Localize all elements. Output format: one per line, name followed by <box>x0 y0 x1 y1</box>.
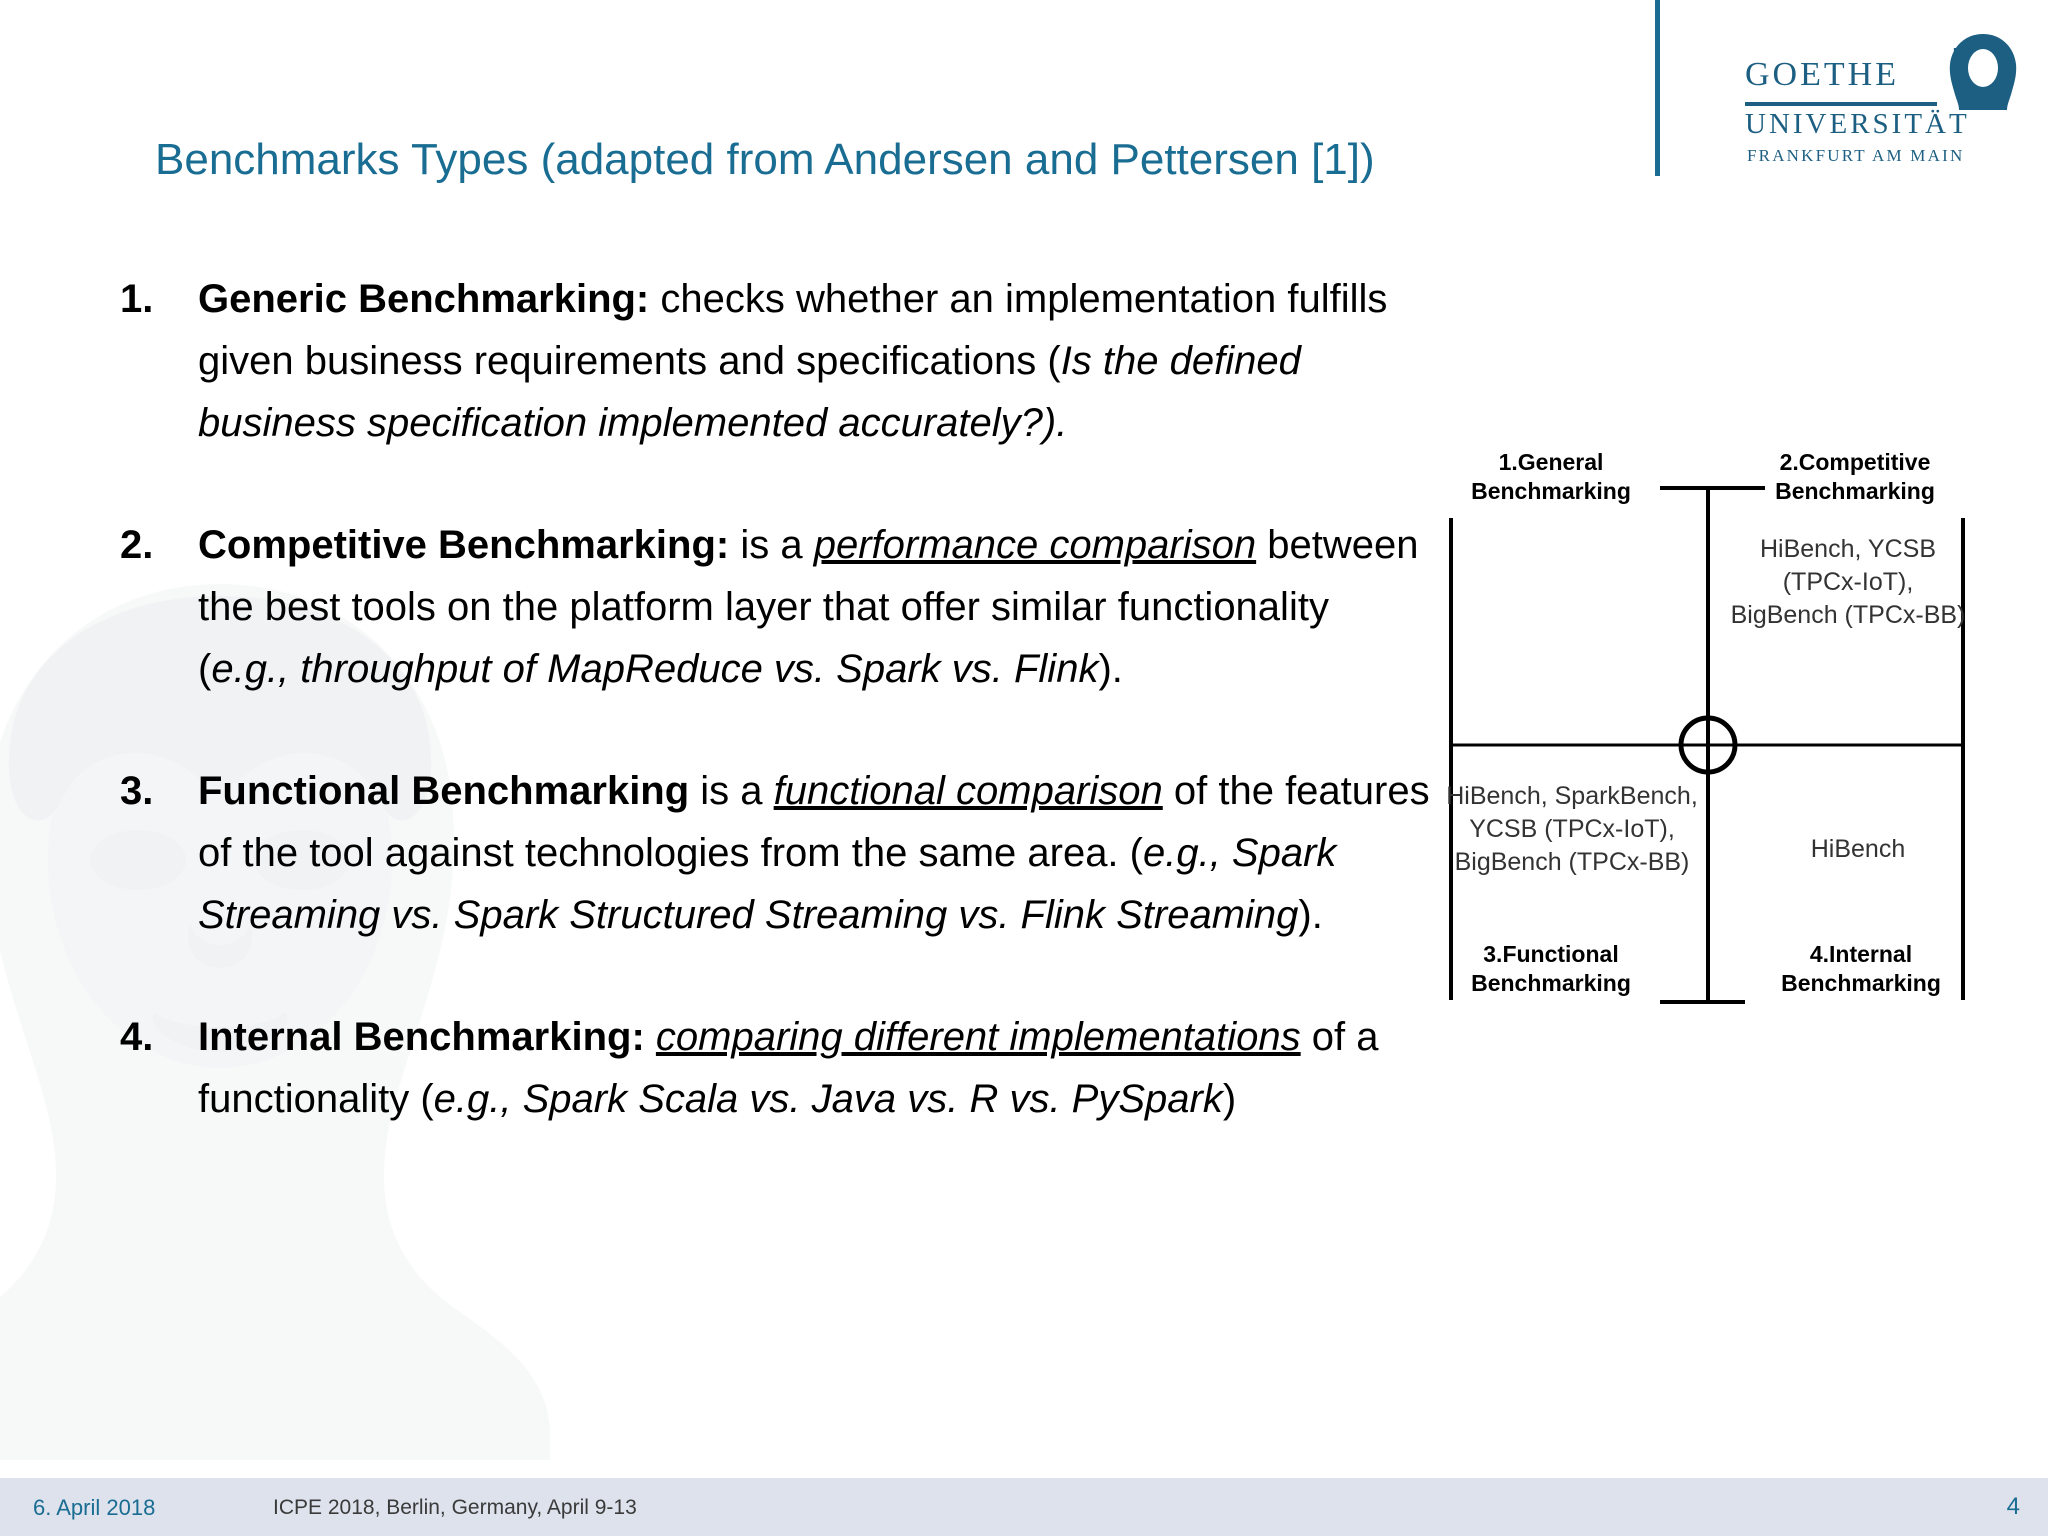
quadrant-axes-graphic <box>1449 486 1965 1004</box>
list-item-number: 2. <box>120 523 154 567</box>
list-item-number: 1. <box>120 277 154 321</box>
list-item: 3. Functional Benchmarking is a function… <box>120 760 1430 946</box>
footer-date: 6. April 2018 <box>33 1495 156 1520</box>
page-title: Benchmarks Types (adapted from Andersen … <box>155 135 1375 184</box>
quadrant-3-heading-line2: Benchmarking <box>1471 970 1631 996</box>
list-item: 2. Competitive Benchmarking: is a perfor… <box>120 514 1430 700</box>
quadrant-4-body: HiBench <box>1810 835 1906 863</box>
quadrant-1-heading: 1.General Benchmarking <box>1442 448 1660 506</box>
quadrant-2-heading-line2: Benchmarking <box>1775 478 1935 504</box>
list-item-text: Functional Benchmarking is a functional … <box>198 769 1430 937</box>
quadrant-3-heading-line1: 3.Functional <box>1483 941 1619 967</box>
logo-line-frankfurt: FRANKFURT AM MAIN <box>1747 146 1965 165</box>
goethe-portrait-icon <box>1937 34 2029 110</box>
quadrant-1-heading-line2: Benchmarking <box>1471 478 1631 504</box>
quadrant-3-body: HiBench, SparkBench, YCSB (TPCx-IoT), Bi… <box>1446 782 1698 876</box>
list-item-number: 3. <box>120 769 154 813</box>
list-item-text: Competitive Benchmarking: is a performan… <box>198 523 1419 691</box>
logo-line-universitaet: UNIVERSITÄT <box>1745 108 1970 140</box>
slide-footer: 6. April 2018 ICPE 2018, Berlin, Germany… <box>0 1478 2048 1536</box>
footer-conference: ICPE 2018, Berlin, Germany, April 9-13 <box>273 1496 637 1519</box>
quadrant-2-heading: 2.Competitive Benchmarking <box>1730 448 1980 506</box>
header-accent-rule <box>1655 0 1660 176</box>
quadrant-2-body: HiBench, YCSB (TPCx-IoT), BigBench (TPCx… <box>1730 535 1966 629</box>
list-item: 4. Internal Benchmarking: comparing diff… <box>120 1006 1430 1130</box>
list-item-text: Generic Benchmarking: checks whether an … <box>198 277 1388 445</box>
list-item-number: 4. <box>120 1015 154 1059</box>
list-item: 1. Generic Benchmarking: checks whether … <box>120 268 1430 454</box>
logo-line-goethe: GOETHE <box>1745 56 1899 93</box>
quadrant-3-heading: 3.Functional Benchmarking <box>1442 940 1660 998</box>
quadrant-1-heading-line1: 1.General <box>1498 449 1604 475</box>
benchmark-quadrant-diagram: 1.General Benchmarking 2.Competitive Ben… <box>1440 440 2000 1020</box>
quadrant-4-heading-line1: 4.Internal <box>1809 941 1913 967</box>
quadrant-4-heading-line2: Benchmarking <box>1781 970 1941 996</box>
goethe-university-logo: GOETHE UNIVERSITÄT FRANKFURT AM MAIN <box>1745 30 2029 165</box>
benchmark-types-list: 1. Generic Benchmarking: checks whether … <box>120 268 1430 1190</box>
footer-page-number: 4 <box>2006 1493 2020 1520</box>
logo-divider <box>1745 102 1937 106</box>
quadrant-2-heading-line1: 2.Competitive <box>1779 449 1931 475</box>
list-item-text: Internal Benchmarking: comparing differe… <box>198 1015 1379 1121</box>
quadrant-4-heading: 4.Internal Benchmarking <box>1736 940 1986 998</box>
